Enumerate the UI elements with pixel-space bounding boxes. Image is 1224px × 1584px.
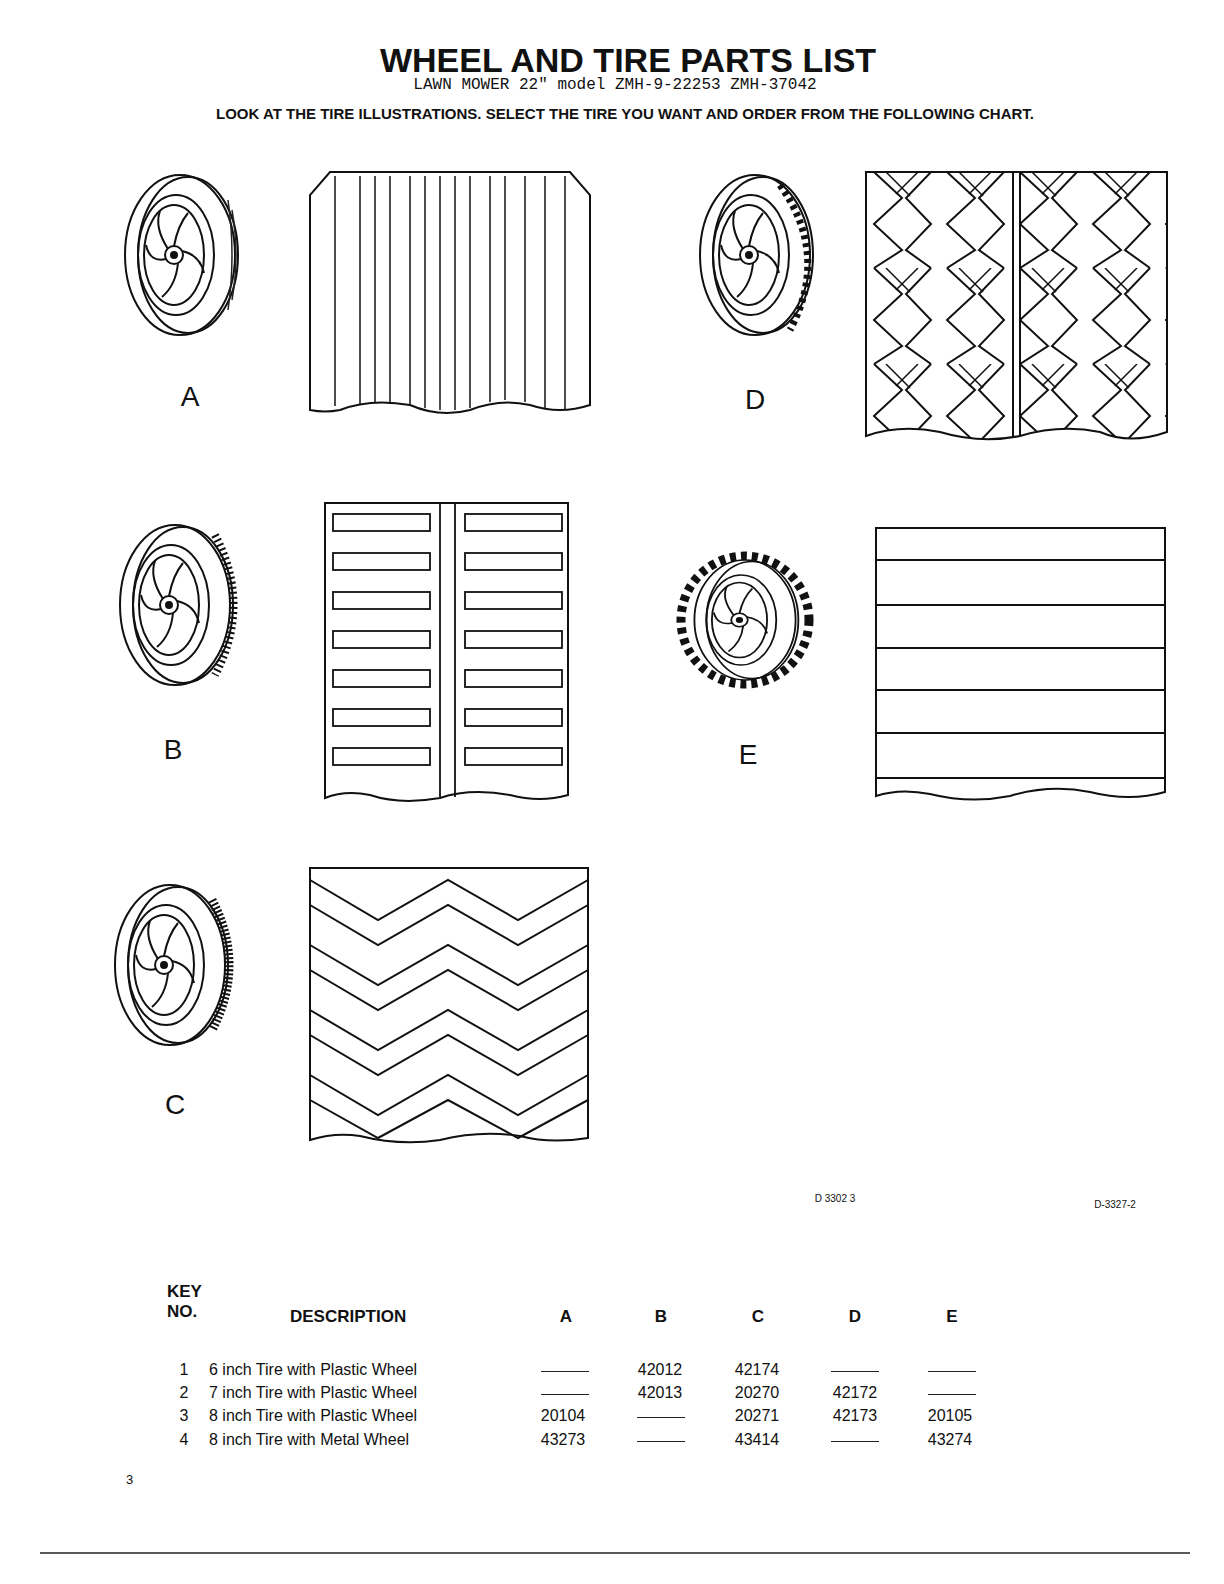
empty-cell-dash [637, 1417, 685, 1418]
part-number: 20104 [541, 1406, 586, 1425]
part-number: 42173 [833, 1406, 878, 1425]
part-number: 42174 [735, 1360, 780, 1379]
part-number: 43274 [928, 1430, 973, 1449]
part-number: 20270 [735, 1383, 780, 1402]
tire-letter: A [181, 380, 200, 414]
empty-cell-dash [831, 1441, 879, 1442]
drawing-number: D 3302 3 [815, 1193, 856, 1205]
table-header: DESCRIPTION [290, 1307, 406, 1327]
empty-cell-dash [637, 1441, 685, 1442]
part-description: 7 inch Tire with Plastic Wheel [209, 1383, 417, 1402]
page-title: WHEEL AND TIRE PARTS LIST [380, 40, 876, 81]
empty-cell-dash [928, 1371, 976, 1372]
table-header: A [560, 1307, 572, 1327]
table-header: E [946, 1307, 957, 1327]
part-number: 42013 [638, 1383, 683, 1402]
model-line: LAWN MOWER 22" model ZMH-9-22253 ZMH-370… [413, 76, 816, 95]
part-number: 43273 [541, 1430, 586, 1449]
part-number: 42012 [638, 1360, 683, 1379]
tire-letter: C [165, 1088, 185, 1122]
part-number: 43414 [735, 1430, 780, 1449]
part-number: 20271 [735, 1406, 780, 1425]
empty-cell-dash [541, 1371, 589, 1372]
table-header: B [655, 1307, 667, 1327]
instruction-line: LOOK AT THE TIRE ILLUSTRATIONS. SELECT T… [216, 105, 1034, 123]
key-number: 1 [180, 1360, 189, 1379]
tire-letter: D [745, 383, 765, 417]
page-number: 3 [126, 1472, 133, 1488]
table-header: C [752, 1307, 764, 1327]
empty-cell-dash [928, 1394, 976, 1395]
table-header: KEY NO. [167, 1282, 215, 1323]
tire-letter: B [164, 733, 183, 767]
empty-cell-dash [541, 1394, 589, 1395]
empty-cell-dash [831, 1371, 879, 1372]
tire-letter: E [739, 738, 758, 772]
key-number: 2 [180, 1383, 189, 1402]
table-header: D [849, 1307, 861, 1327]
part-number: 20105 [928, 1406, 973, 1425]
key-number: 3 [180, 1406, 189, 1425]
part-description: 8 inch Tire with Plastic Wheel [209, 1406, 417, 1425]
part-number: 42172 [833, 1383, 878, 1402]
drawing-number: D-3327-2 [1094, 1199, 1136, 1211]
part-description: 6 inch Tire with Plastic Wheel [209, 1360, 417, 1379]
key-number: 4 [180, 1430, 189, 1449]
part-description: 8 inch Tire with Metal Wheel [209, 1430, 409, 1449]
